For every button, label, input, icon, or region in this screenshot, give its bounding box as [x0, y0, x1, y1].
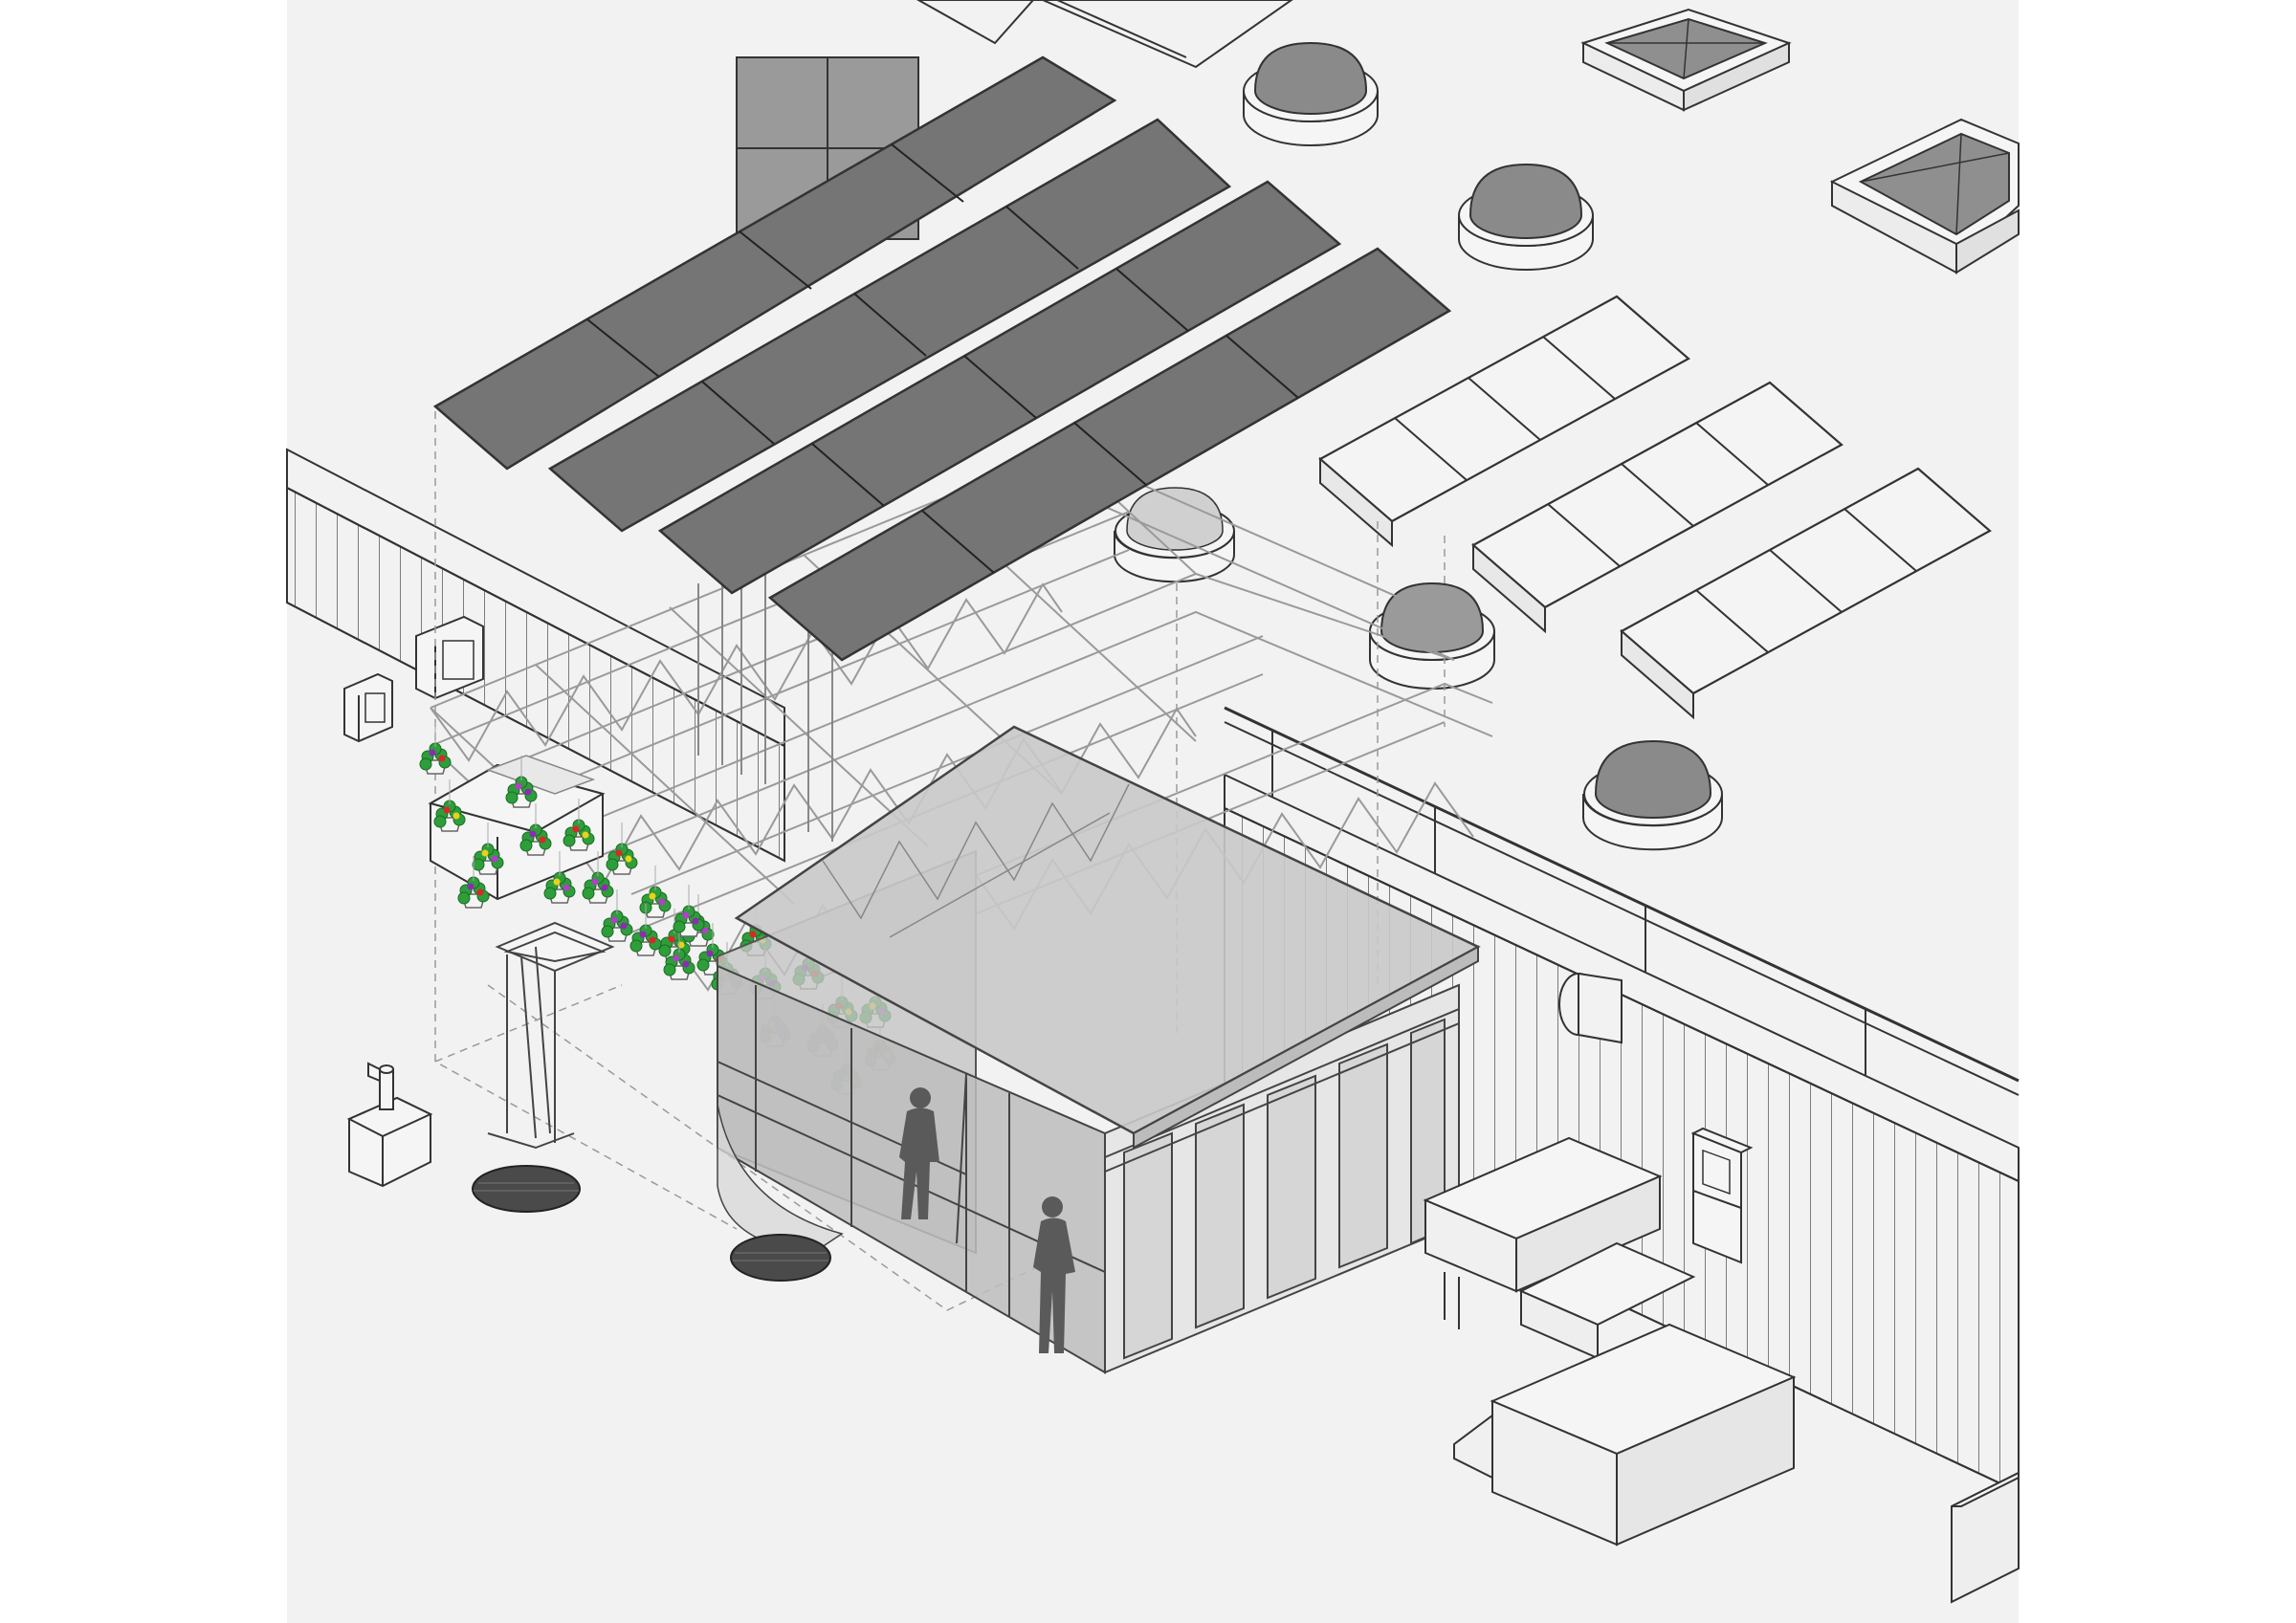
- hanging-plant: [673, 885, 705, 937]
- electrical-panel-right: [1690, 1127, 1754, 1264]
- corner-box: [1951, 1471, 2020, 1604]
- hanging-plant: [519, 803, 552, 856]
- parapet-left: [286, 448, 785, 863]
- person-outside: [1033, 1196, 1075, 1353]
- shade-stand: [487, 921, 615, 1150]
- columns: [697, 564, 833, 842]
- dashed-guides: [434, 411, 1446, 1311]
- hanging-plant: [629, 904, 662, 956]
- hanging-plant: [582, 851, 614, 904]
- solar-panel-row-4: [767, 247, 1452, 662]
- ground-shadow-1: [472, 1165, 581, 1213]
- hanging-plant: [543, 851, 576, 904]
- vent-box: [346, 1062, 433, 1188]
- person-inside: [899, 1087, 939, 1219]
- roof-hatch: [916, 0, 1293, 69]
- hanging-plant: [601, 889, 633, 942]
- dome-1: [1243, 41, 1379, 146]
- hanging-plant: [505, 756, 538, 808]
- hvac-unit-upper: [1423, 1136, 1663, 1329]
- hanging-plant: [419, 722, 452, 775]
- hanging-plant: [563, 799, 595, 851]
- solar-array: [432, 55, 1452, 662]
- solar-row-outline-3: [1620, 467, 1992, 720]
- dome-5-transparent: [1114, 487, 1235, 583]
- wall-vent: [1558, 972, 1623, 1044]
- dome-2: [1458, 163, 1594, 271]
- hanging-plant: [457, 856, 490, 909]
- hvac-unit-lower: [1453, 1323, 1797, 1546]
- dome-3: [1582, 739, 1723, 851]
- skylight-pyramid-2: [1829, 118, 2020, 274]
- solar-panel-row-2: [547, 118, 1232, 533]
- hanging-plant: [472, 822, 504, 875]
- hanging-plant: [663, 928, 695, 980]
- solar-row-outline-1: [1318, 295, 1690, 548]
- solar-row-outline-2: [1471, 381, 1843, 634]
- curtain: [717, 1104, 844, 1254]
- solar-panel-row-3: [657, 180, 1342, 595]
- hanging-plant: [639, 866, 672, 918]
- electrical-box-1: [343, 672, 393, 743]
- skylight-pyramid-1: [1580, 8, 1792, 112]
- ground-shadow-2: [730, 1234, 831, 1282]
- hanging-plant: [606, 822, 638, 875]
- solar-panel-row-1: [432, 55, 1117, 471]
- hanging-plant: [433, 779, 466, 832]
